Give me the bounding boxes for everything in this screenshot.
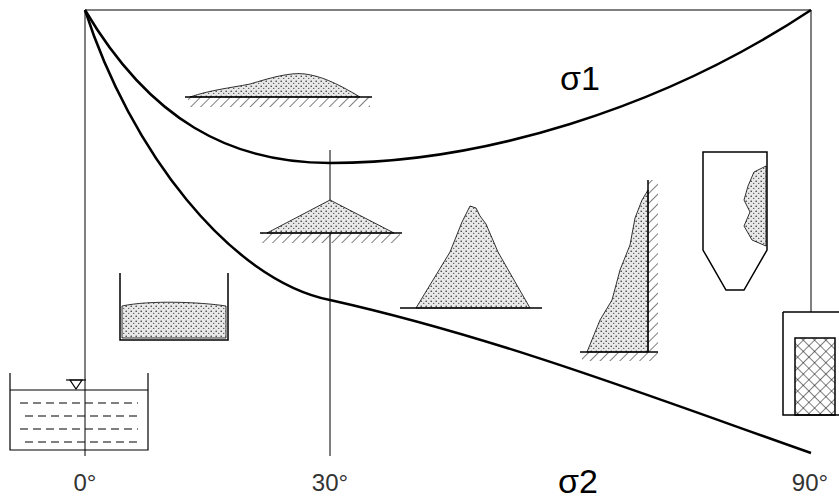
flat-heap [185,74,372,107]
curve-label: σ2 [558,464,598,498]
axis-tick-label: 0° [74,471,97,495]
cone-heap [260,200,402,243]
curve-label: σ1 [560,61,600,95]
sigma2-curve [85,10,811,453]
axis-tick-label: 30° [312,471,348,495]
sand-basin [120,273,228,340]
solid-block [783,312,839,415]
wall-pile [580,180,658,361]
water-tank [10,373,148,450]
axis-tick-label: 90° [792,471,828,495]
silo [703,152,767,290]
curves [85,10,811,453]
steep-pile [400,206,542,308]
frame [85,10,811,456]
sigma1-curve [85,10,811,163]
